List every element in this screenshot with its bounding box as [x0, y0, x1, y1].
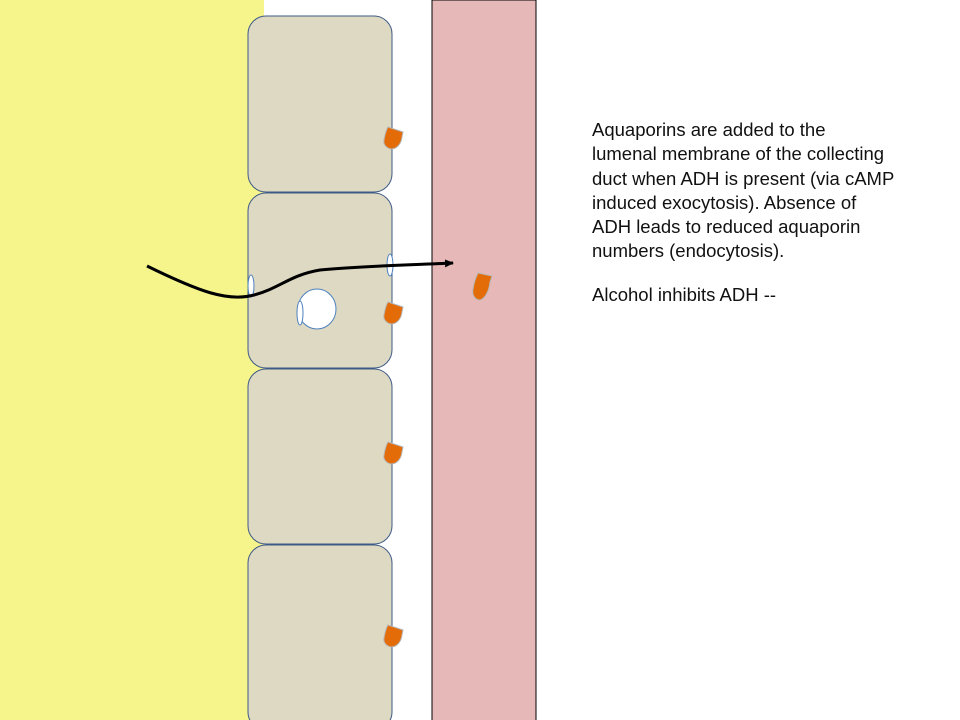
description-line: ADH leads to reduced aquaporin [592, 216, 861, 238]
blood-vessel [431, 0, 537, 720]
description-line: Aquaporins are added to the [592, 119, 826, 140]
description-line: lumenal membrane of the collecting [592, 143, 885, 165]
description-line: numbers (endocytosis). [592, 240, 785, 262]
description-line: induced exocytosis). Absence of [592, 191, 857, 213]
description-text: Aquaporins are added to the lumenal memb… [592, 118, 958, 307]
vesicle-icon [297, 288, 337, 330]
aquaporin-icon [383, 126, 404, 150]
water-channels [247, 253, 394, 330]
paragraph-gap [592, 264, 958, 283]
description-line: duct when ADH is present (via cAMP [592, 167, 895, 189]
epithelial-cell-1 [247, 15, 393, 193]
aquaporin-icon [383, 441, 404, 465]
arrow-icon [146, 259, 454, 299]
description-line: Alcohol inhibits ADH -- [592, 283, 777, 305]
epithelial-cell-4 [247, 544, 393, 720]
tubule-lumen [0, 0, 264, 720]
aquaporin-group [383, 126, 493, 648]
aquaporin-icon [383, 624, 404, 648]
aquaporin-icon [383, 301, 404, 325]
epithelial-cell-3 [247, 368, 393, 545]
water-channel-icon [296, 300, 304, 326]
epithelial-cell-2 [247, 192, 393, 369]
epithelial-cells [247, 15, 393, 720]
aquaporin-icon [472, 272, 493, 301]
